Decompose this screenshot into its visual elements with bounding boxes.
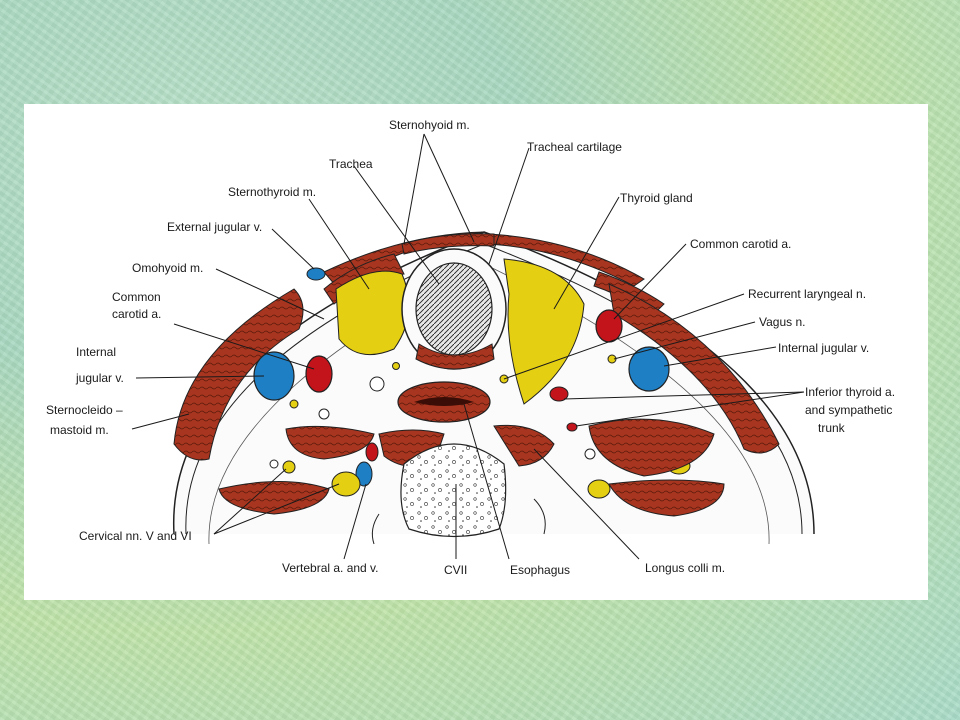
label-recurrent-laryngeal: Recurrent laryngeal n. [748, 287, 866, 301]
label-inferior-thyroid-2: and sympathetic [805, 403, 892, 417]
label-common-carotid-right: Common carotid a. [690, 237, 791, 251]
label-internal-jugular-left-1: Internal [76, 345, 116, 359]
small-structures [269, 376, 596, 469]
label-omohyoid: Omohyoid m. [132, 261, 203, 275]
label-inferior-thyroid-3: trunk [818, 421, 846, 435]
label-trachea: Trachea [329, 157, 373, 171]
label-internal-jugular-right: Internal jugular v. [778, 341, 869, 355]
neck-cross-section-diagram: Sternohyoid m. Tracheal cartilage Trache… [46, 118, 895, 577]
label-sternohyoid: Sternohyoid m. [389, 118, 470, 132]
vessels [253, 267, 670, 487]
label-sternocleido-2: mastoid m. [50, 423, 109, 437]
label-common-carotid-left-2: carotid a. [112, 307, 161, 321]
label-cervical-nn: Cervical nn. V and VI [79, 529, 192, 543]
labels: Sternohyoid m. Tracheal cartilage Trache… [46, 118, 895, 577]
internal-jugular-right [628, 346, 670, 392]
label-thyroid-gland: Thyroid gland [620, 191, 693, 205]
label-external-jugular: External jugular v. [167, 220, 262, 234]
label-sternothyroid: Sternothyroid m. [228, 185, 316, 199]
vertebra-cvii [371, 443, 546, 545]
leader-lines [131, 133, 805, 560]
trachea [401, 248, 507, 370]
esophagus [397, 381, 491, 423]
common-carotid-left [305, 355, 333, 393]
label-internal-jugular-left-2: jugular v. [75, 371, 124, 385]
label-tracheal-cartilage: Tracheal cartilage [527, 140, 622, 154]
external-jugular-left [306, 267, 326, 281]
label-sternocleido-1: Sternocleido – [46, 403, 123, 417]
diagram-panel: Sternohyoid m. Tracheal cartilage Trache… [24, 104, 928, 600]
deep-muscles [218, 418, 725, 517]
label-inferior-thyroid-1: Inferior thyroid a. [805, 385, 895, 399]
label-esophagus: Esophagus [510, 563, 570, 577]
label-longus-colli: Longus colli m. [645, 561, 725, 575]
label-vertebral: Vertebral a. and v. [282, 561, 379, 575]
label-vagus: Vagus n. [759, 315, 805, 329]
label-common-carotid-left-1: Common [112, 290, 161, 304]
label-cvii: CVII [444, 563, 467, 577]
